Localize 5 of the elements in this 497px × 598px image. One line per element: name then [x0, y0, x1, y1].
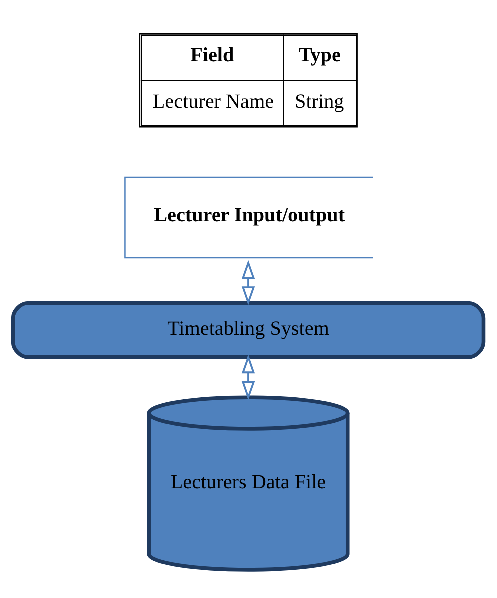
label: String — [295, 90, 344, 113]
label: Field — [190, 44, 234, 66]
node-text: Lecturer Input/output — [154, 204, 346, 226]
label: Type — [298, 44, 341, 66]
label: Lecturer Name — [152, 90, 274, 113]
